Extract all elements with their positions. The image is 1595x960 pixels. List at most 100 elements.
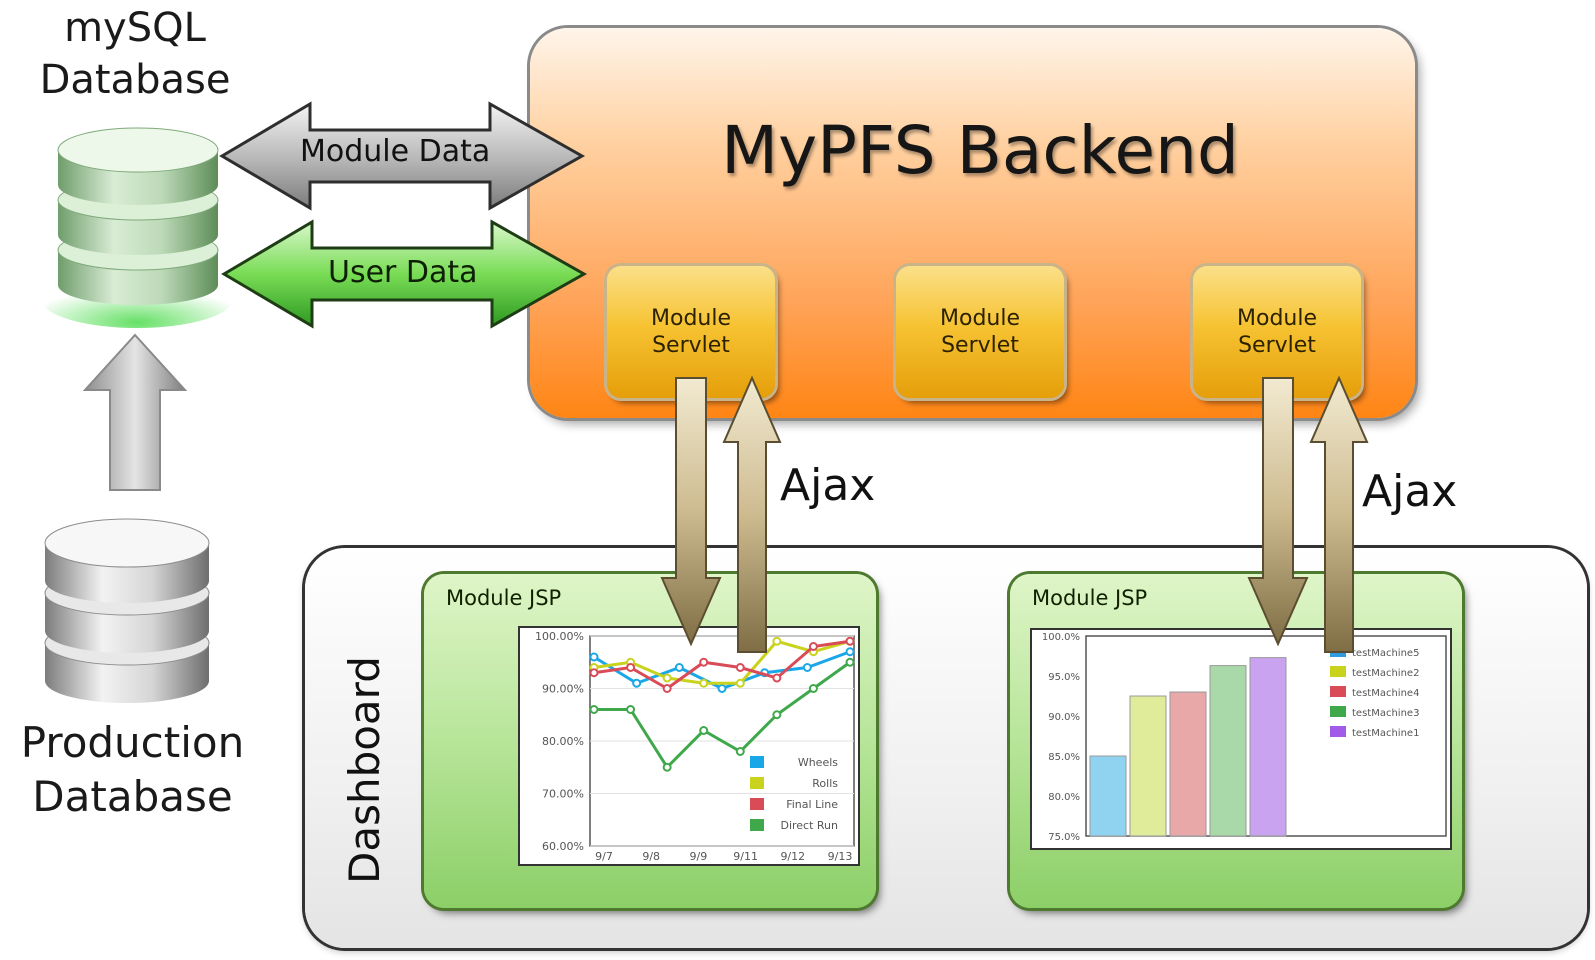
mysql-label-line1: mySQL bbox=[64, 5, 206, 51]
y-tick-label: 80.0% bbox=[1048, 792, 1080, 803]
backend-title: MyPFS Backend bbox=[721, 112, 1239, 189]
legend-label: Direct Run bbox=[780, 819, 838, 832]
data-point bbox=[772, 673, 782, 683]
module-servlet-1: Module Servlet bbox=[607, 266, 775, 398]
y-tick-label: 90.00% bbox=[542, 683, 584, 696]
bar bbox=[1089, 755, 1127, 837]
x-tick-label: 9/8 bbox=[642, 850, 660, 863]
servlet-label-line1: Module bbox=[651, 306, 731, 331]
data-point bbox=[632, 678, 642, 688]
y-tick-label: 80.00% bbox=[542, 735, 584, 748]
mysql-label-line2: Database bbox=[39, 57, 231, 103]
data-point bbox=[589, 652, 599, 662]
servlet-label-line1: Module bbox=[1237, 306, 1317, 331]
module-jsp-title-2: Module JSP bbox=[1032, 586, 1148, 610]
data-point bbox=[674, 663, 684, 672]
data-point bbox=[717, 684, 727, 693]
module-data-label: Module Data bbox=[300, 134, 491, 169]
bar-chart-frame: 100.0% 95.0% 90.0% 85.0% 80.0% 75.0% testMachi… bbox=[1030, 628, 1452, 850]
data-point bbox=[772, 636, 782, 646]
data-point bbox=[626, 663, 636, 672]
data-point bbox=[808, 684, 818, 693]
servlet-label-line2: Servlet bbox=[941, 333, 1019, 358]
legend-swatch bbox=[750, 819, 764, 831]
y-tick-label: 100.0% bbox=[1042, 632, 1080, 643]
line-chart-frame: 100.00% 90.00% 80.00% 70.00% 60.00% 9/7 9/8 9/9… bbox=[518, 626, 860, 866]
series-line bbox=[594, 661, 851, 770]
legend-swatch bbox=[750, 756, 764, 768]
x-tick-label: 9/7 bbox=[595, 850, 613, 863]
ajax-label-left: Ajax bbox=[780, 460, 876, 511]
x-tick-label: 9/13 bbox=[828, 850, 853, 863]
bar bbox=[1249, 657, 1287, 837]
data-point bbox=[662, 673, 672, 683]
bar-chart: 100.0% 95.0% 90.0% 85.0% 80.0% 75.0% testMachi… bbox=[1042, 632, 1447, 843]
data-point bbox=[699, 657, 709, 667]
data-point bbox=[662, 762, 672, 772]
y-tick-label: 100.00% bbox=[535, 630, 584, 643]
data-point bbox=[662, 684, 672, 693]
legend-swatch bbox=[1330, 686, 1346, 697]
legend-label: Rolls bbox=[812, 777, 838, 790]
data-point bbox=[735, 663, 745, 672]
line-chart: 100.00% 90.00% 80.00% 70.00% 60.00% 9/7 9/8 9/9… bbox=[535, 630, 855, 863]
legend-swatch bbox=[1330, 726, 1346, 737]
legend-swatch bbox=[1330, 666, 1346, 677]
up-arrow-icon bbox=[82, 333, 188, 491]
series-line bbox=[593, 639, 851, 691]
legend-swatch bbox=[1330, 706, 1346, 717]
production-label-line2: Database bbox=[32, 772, 233, 821]
y-tick-label: 85.0% bbox=[1048, 752, 1080, 763]
y-tick-label: 95.0% bbox=[1048, 672, 1080, 683]
data-point bbox=[626, 705, 636, 714]
legend-label: testMachine1 bbox=[1352, 728, 1419, 739]
legend-swatch bbox=[750, 798, 764, 810]
servlet-label-line2: Servlet bbox=[1238, 333, 1316, 358]
ajax-arrows-right-icon bbox=[1247, 375, 1369, 653]
bar bbox=[1129, 695, 1167, 837]
servlet-label-line1: Module bbox=[940, 306, 1020, 331]
x-tick-label: 9/11 bbox=[733, 850, 758, 863]
user-data-label: User Data bbox=[328, 255, 478, 290]
production-label-line1: Production bbox=[20, 718, 245, 767]
data-point bbox=[802, 663, 812, 672]
y-tick-label: 75.0% bbox=[1048, 832, 1080, 843]
module-servlet-2: Module Servlet bbox=[896, 266, 1064, 398]
legend-label: testMachine3 bbox=[1352, 708, 1419, 719]
legend-swatch bbox=[750, 777, 764, 789]
data-point bbox=[589, 668, 599, 678]
ajax-arrows-left-icon bbox=[660, 375, 782, 653]
data-point bbox=[845, 647, 855, 657]
ajax-label-right: Ajax bbox=[1362, 466, 1458, 517]
data-point bbox=[772, 710, 782, 720]
x-tick-label: 9/12 bbox=[780, 850, 805, 863]
mysql-database-label: mySQL Database bbox=[10, 2, 260, 106]
legend-label: testMachine4 bbox=[1352, 688, 1419, 699]
module-jsp-title-1: Module JSP bbox=[446, 586, 562, 610]
data-point bbox=[699, 726, 709, 735]
servlet-label-line2: Servlet bbox=[652, 333, 730, 358]
y-tick-label: 70.00% bbox=[542, 788, 584, 801]
bar bbox=[1169, 691, 1207, 837]
y-tick-label: 90.0% bbox=[1048, 712, 1080, 723]
data-point bbox=[845, 636, 855, 646]
data-point bbox=[845, 657, 855, 667]
data-point bbox=[699, 678, 709, 688]
bar bbox=[1209, 665, 1247, 837]
dashboard-label: Dashboard bbox=[340, 656, 389, 884]
data-point bbox=[735, 678, 745, 688]
legend-label: testMachine5 bbox=[1352, 648, 1419, 659]
data-point bbox=[735, 747, 745, 756]
x-tick-label: 9/9 bbox=[690, 850, 708, 863]
module-data-arrow-icon bbox=[219, 101, 586, 211]
y-tick-label: 60.00% bbox=[542, 840, 584, 853]
legend-label: Final Line bbox=[786, 798, 838, 811]
user-data-arrow-icon bbox=[221, 219, 588, 329]
data-point bbox=[808, 642, 818, 651]
production-database-icon bbox=[44, 518, 210, 703]
mysql-database-icon bbox=[42, 127, 232, 328]
legend-label: Wheels bbox=[798, 756, 838, 769]
production-database-label: Production Database bbox=[0, 716, 265, 824]
data-point bbox=[589, 705, 599, 714]
legend-label: testMachine2 bbox=[1352, 668, 1419, 679]
